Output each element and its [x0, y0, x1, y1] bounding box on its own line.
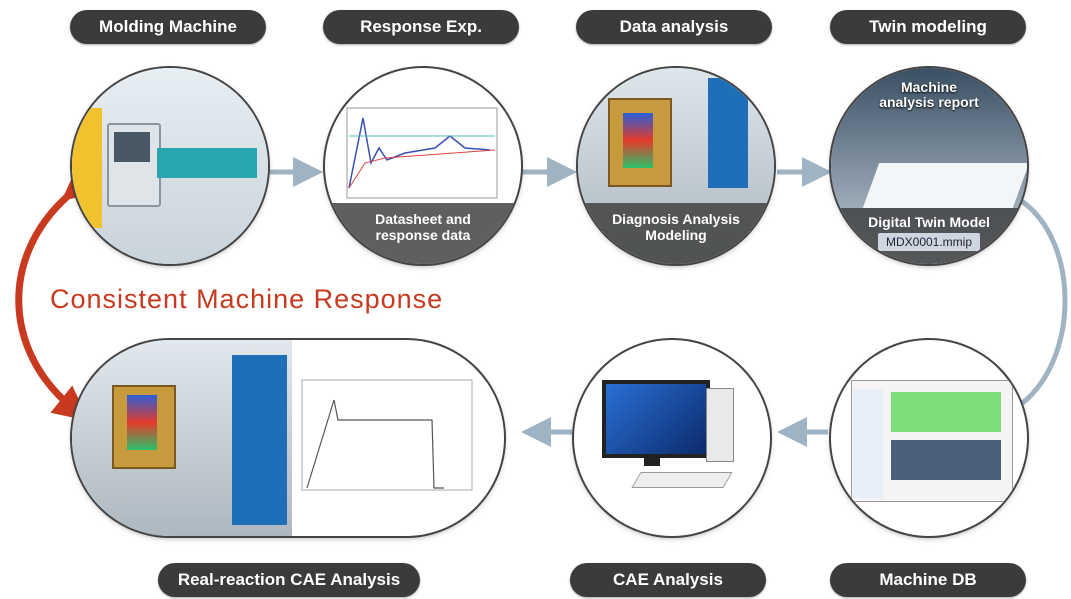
step-twin-modeling: Twin modeling: [830, 10, 1026, 44]
caption-report-1: Machine: [900, 79, 957, 95]
consistency-arrow: [15, 165, 100, 421]
diagnosis-image: Diagnosis Analysis Modeling: [578, 68, 774, 264]
step-cae-analysis: CAE Analysis: [570, 563, 766, 597]
caption-diag-2: Modeling: [645, 227, 707, 243]
molding-machine-image: [72, 68, 268, 264]
step-machine-db: Machine DB: [830, 563, 1026, 597]
arrow-loop: [1018, 197, 1068, 407]
caption-diag-1: Diagnosis Analysis: [612, 211, 740, 227]
response-chart-image: Datasheet and response data: [325, 68, 521, 264]
cae-computer-image: [574, 340, 770, 536]
step-molding-machine: Molding Machine: [70, 10, 266, 44]
step-data-analysis: Data analysis: [576, 10, 772, 44]
real-reaction-image: [72, 340, 504, 536]
headline: Consistent Machine Response: [50, 284, 444, 314]
twin-file-badge: MDX0001.mmip: [877, 233, 981, 251]
caption-twin-model: Digital Twin Model: [868, 214, 990, 230]
caption-response-2: response data: [375, 227, 471, 243]
machine-db-image: [831, 340, 1027, 536]
step-response-exp: Response Exp.: [323, 10, 519, 44]
step-real-reaction: Real-reaction CAE Analysis: [158, 563, 420, 597]
digital-twin-image: Machine analysis report Digital Twin Mod…: [831, 68, 1027, 264]
caption-report-2: analysis report: [879, 94, 979, 110]
caption-response-1: Datasheet and: [375, 211, 471, 227]
